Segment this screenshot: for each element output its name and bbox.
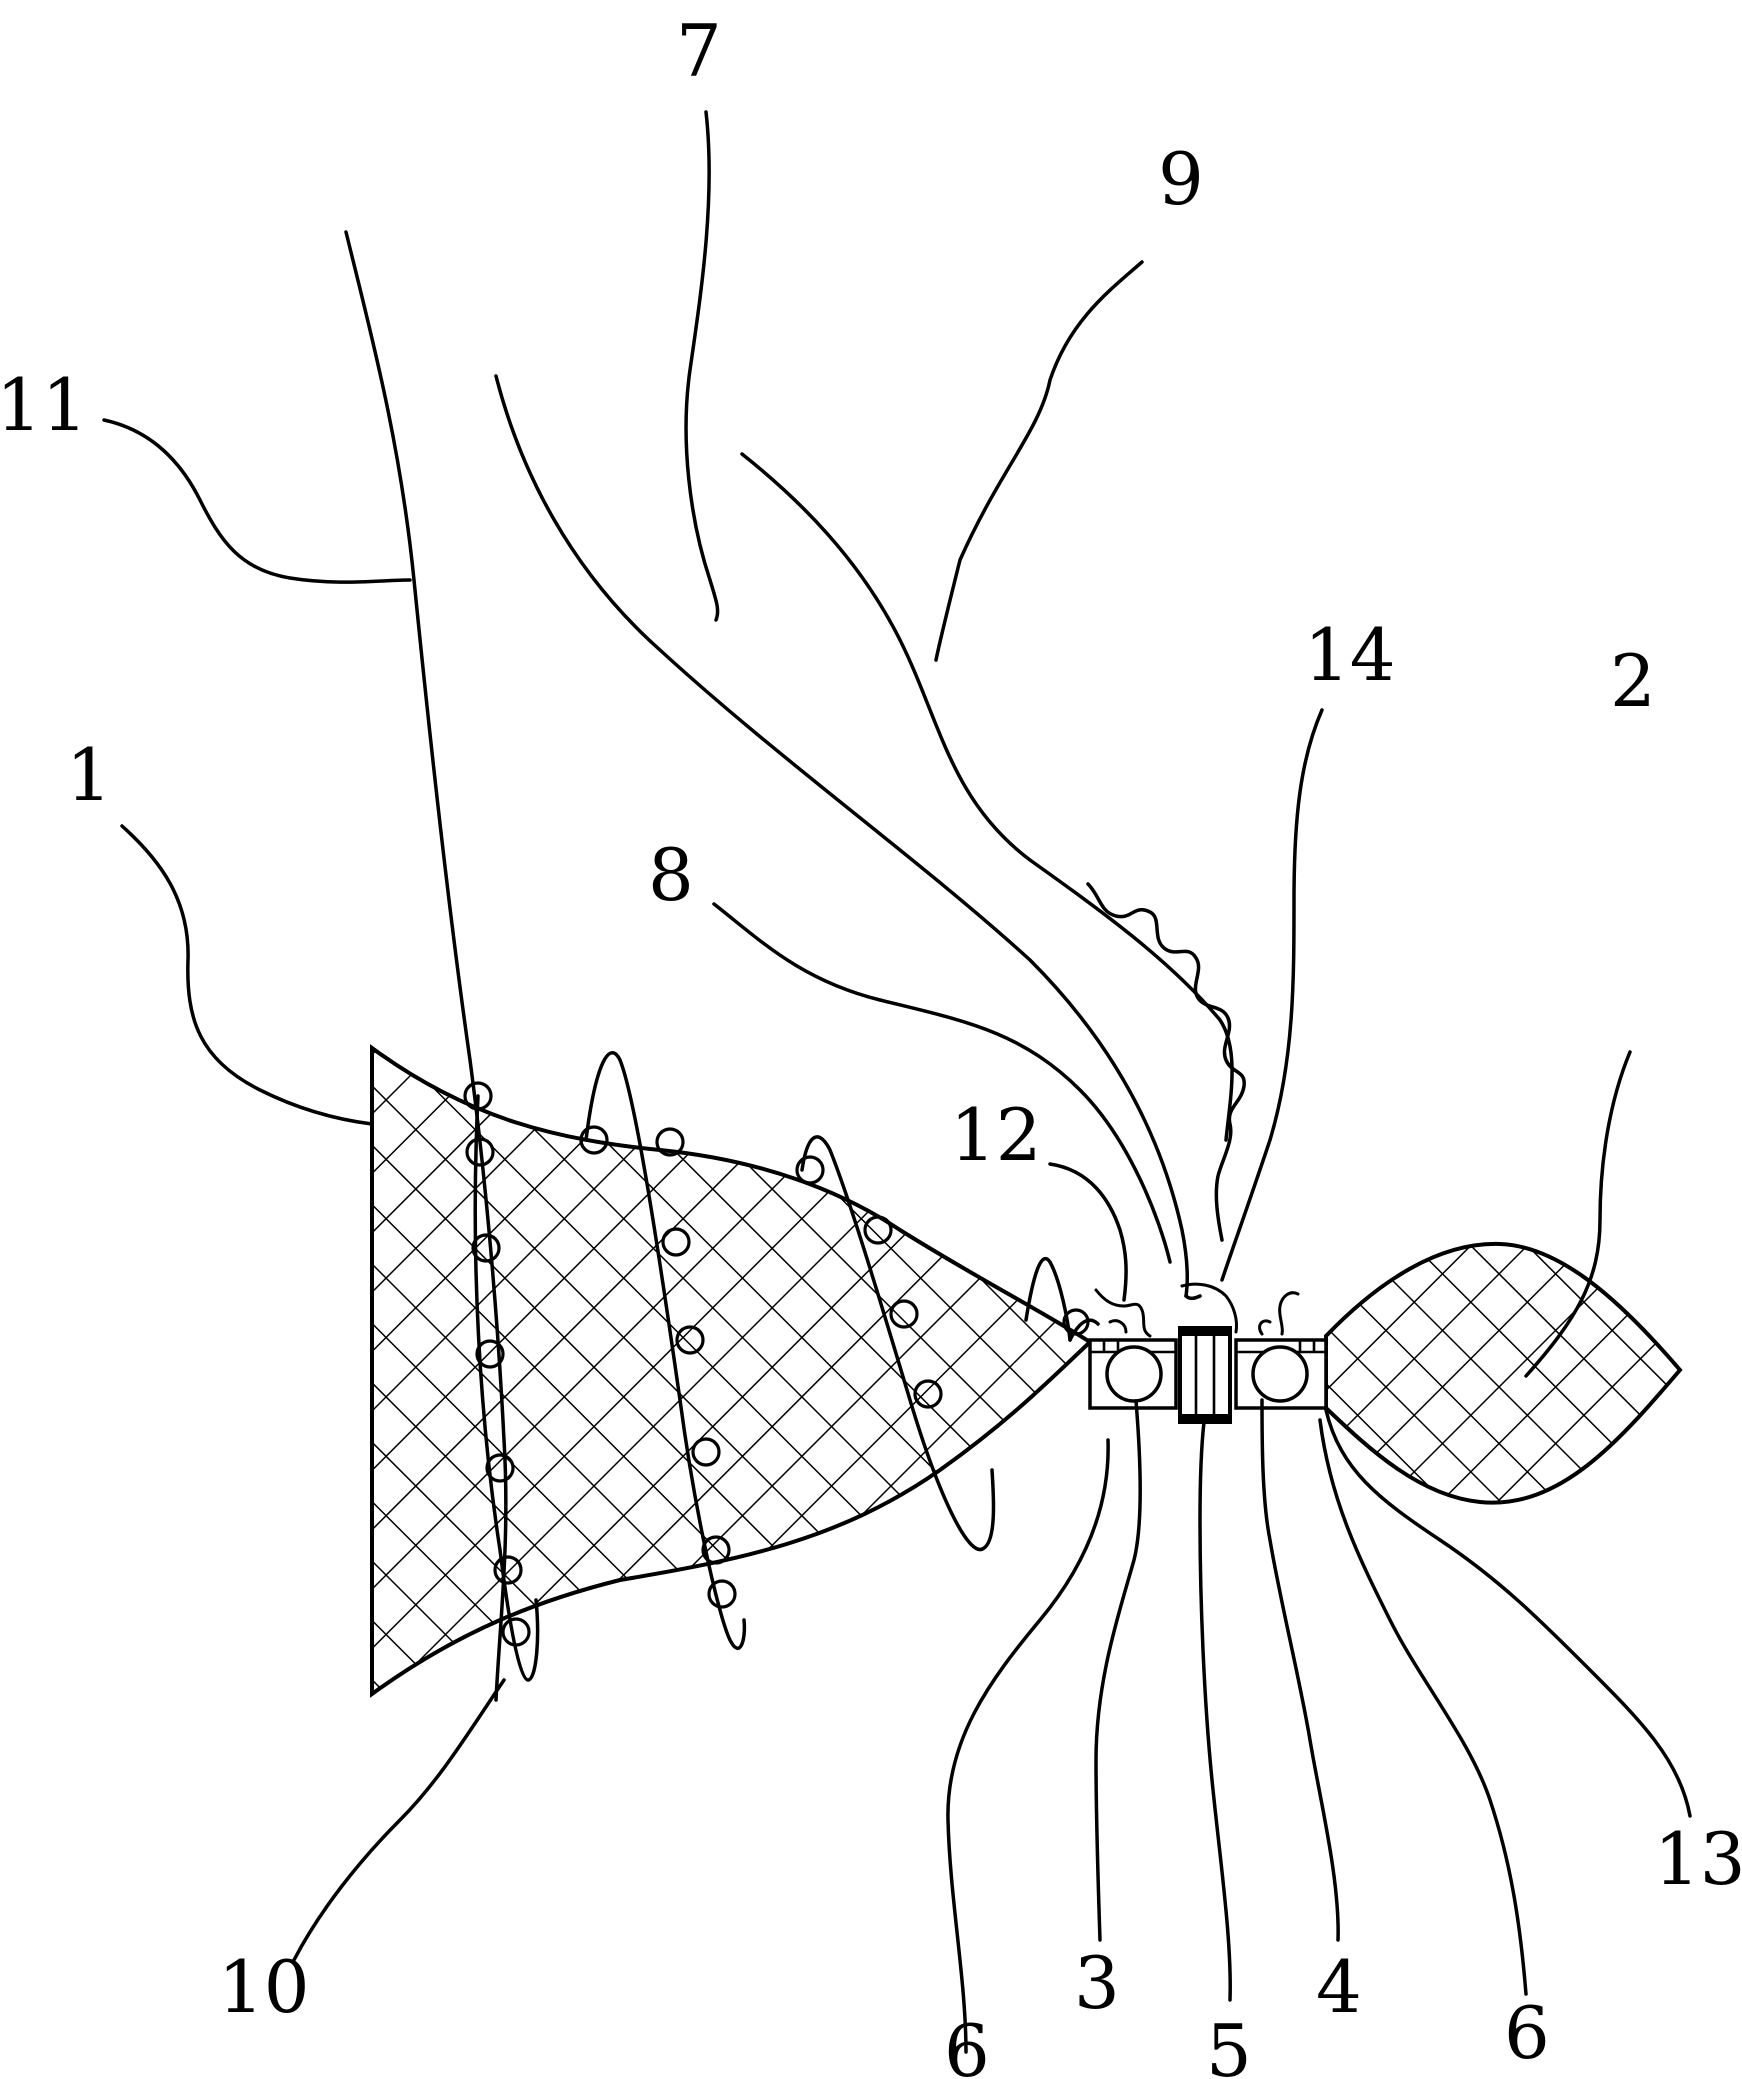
leader-lines xyxy=(104,112,1690,2052)
label-2: 2 xyxy=(1610,639,1656,723)
label-3: 3 xyxy=(1074,1941,1120,2025)
float-ball-4 xyxy=(1253,1347,1307,1401)
label-12: 12 xyxy=(950,1093,1042,1177)
label-9: 9 xyxy=(1158,137,1204,221)
label-13: 13 xyxy=(1654,1817,1742,1901)
float-ball-3 xyxy=(1107,1347,1161,1401)
rear-net-bag xyxy=(1326,1244,1680,1503)
label-7: 7 xyxy=(676,9,722,93)
label-6-right: 6 xyxy=(1504,1991,1550,2075)
center-clamp-5 xyxy=(1180,1328,1230,1422)
label-11: 11 xyxy=(0,363,88,447)
label-14: 14 xyxy=(1304,613,1396,697)
label-5: 5 xyxy=(1206,2009,1252,2079)
label-8: 8 xyxy=(648,833,694,917)
label-1: 1 xyxy=(66,733,112,817)
coupler-assembly xyxy=(1090,1284,1326,1422)
rope-center xyxy=(1186,1296,1200,1298)
label-10: 10 xyxy=(218,1945,310,2029)
label-6-left: 6 xyxy=(944,2009,990,2079)
label-4: 4 xyxy=(1316,1945,1362,2029)
rope-9 xyxy=(742,454,1232,1140)
